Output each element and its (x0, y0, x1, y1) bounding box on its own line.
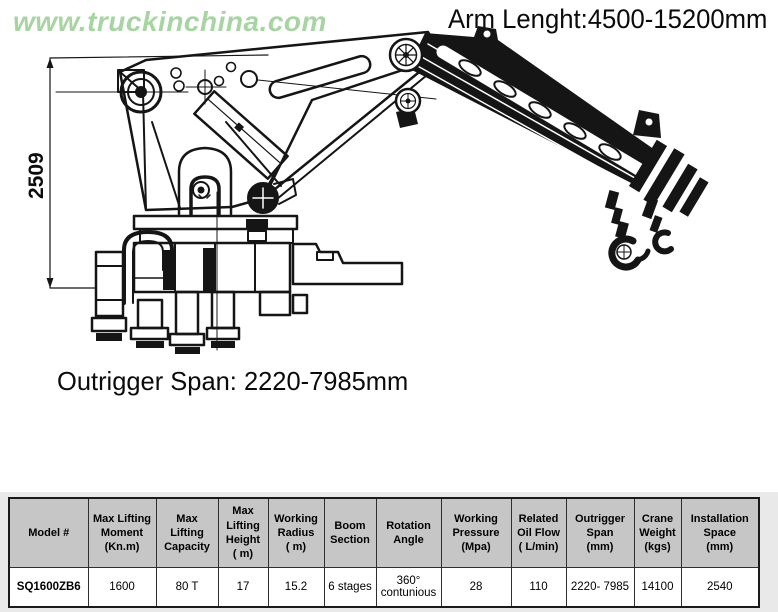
column-header-2: Max Lifting Capacity (155, 497, 219, 568)
column-header-4: Working Radius ( m) (267, 497, 325, 568)
spec-cell-9: 2220- 7985 (565, 567, 635, 608)
column-header-6: Rotation Angle (375, 497, 442, 568)
spec-cell-6: 360° contunious (375, 567, 442, 608)
dimension-lines (46, 54, 269, 289)
column-header-5: Boom Section (323, 497, 377, 568)
column-header-8: Related Oil Flow ( L/min) (510, 497, 567, 568)
height-dimension-label: 2509 (25, 152, 48, 199)
spec-cell-11: 2540 (680, 567, 760, 608)
column-header-1: Max Lifting Moment (Kn.m) (87, 497, 157, 568)
spec-cell-8: 110 (510, 567, 567, 608)
telescopic-boom (388, 26, 709, 217)
spec-cell-3: 17 (217, 567, 269, 608)
spec-cell-2: 80 T (155, 567, 219, 608)
column-header-0: Model # (8, 497, 89, 568)
column-header-7: Working Pressure (Mpa) (440, 497, 512, 568)
arm-length-label: Arm Lenght:4500-15200mm (448, 4, 768, 34)
spec-cell-0: SQ1600ZB6 (8, 567, 89, 608)
watermark: www.truckinchina.com (13, 6, 327, 37)
spec-cell-4: 15.2 (267, 567, 325, 608)
spec-cell-1: 1600 (87, 567, 157, 608)
spec-cell-10: 14100 (633, 567, 682, 608)
column-header-3: Max Lifting Height ( m) (217, 497, 269, 568)
spec-cell-7: 28 (440, 567, 512, 608)
column-header-9: Outrigger Span (mm) (565, 497, 635, 568)
spec-table: Model #Max Lifting Moment (Kn.m)Max Lift… (8, 497, 760, 608)
column-header-11: Installation Space (mm) (680, 497, 760, 568)
hook (604, 190, 674, 271)
spec-cell-5: 6 stages (323, 567, 377, 608)
outrigger-span-label: Outrigger Span: 2220-7985mm (57, 366, 409, 396)
spec-header-row: Model #Max Lifting Moment (Kn.m)Max Lift… (8, 497, 760, 568)
spec-table-strip: Model #Max Lifting Moment (Kn.m)Max Lift… (0, 492, 778, 612)
crane-base (90, 146, 404, 354)
crane-diagram: 2509 (25, 26, 709, 354)
column-header-10: Crane Weight (kgs) (633, 497, 682, 568)
